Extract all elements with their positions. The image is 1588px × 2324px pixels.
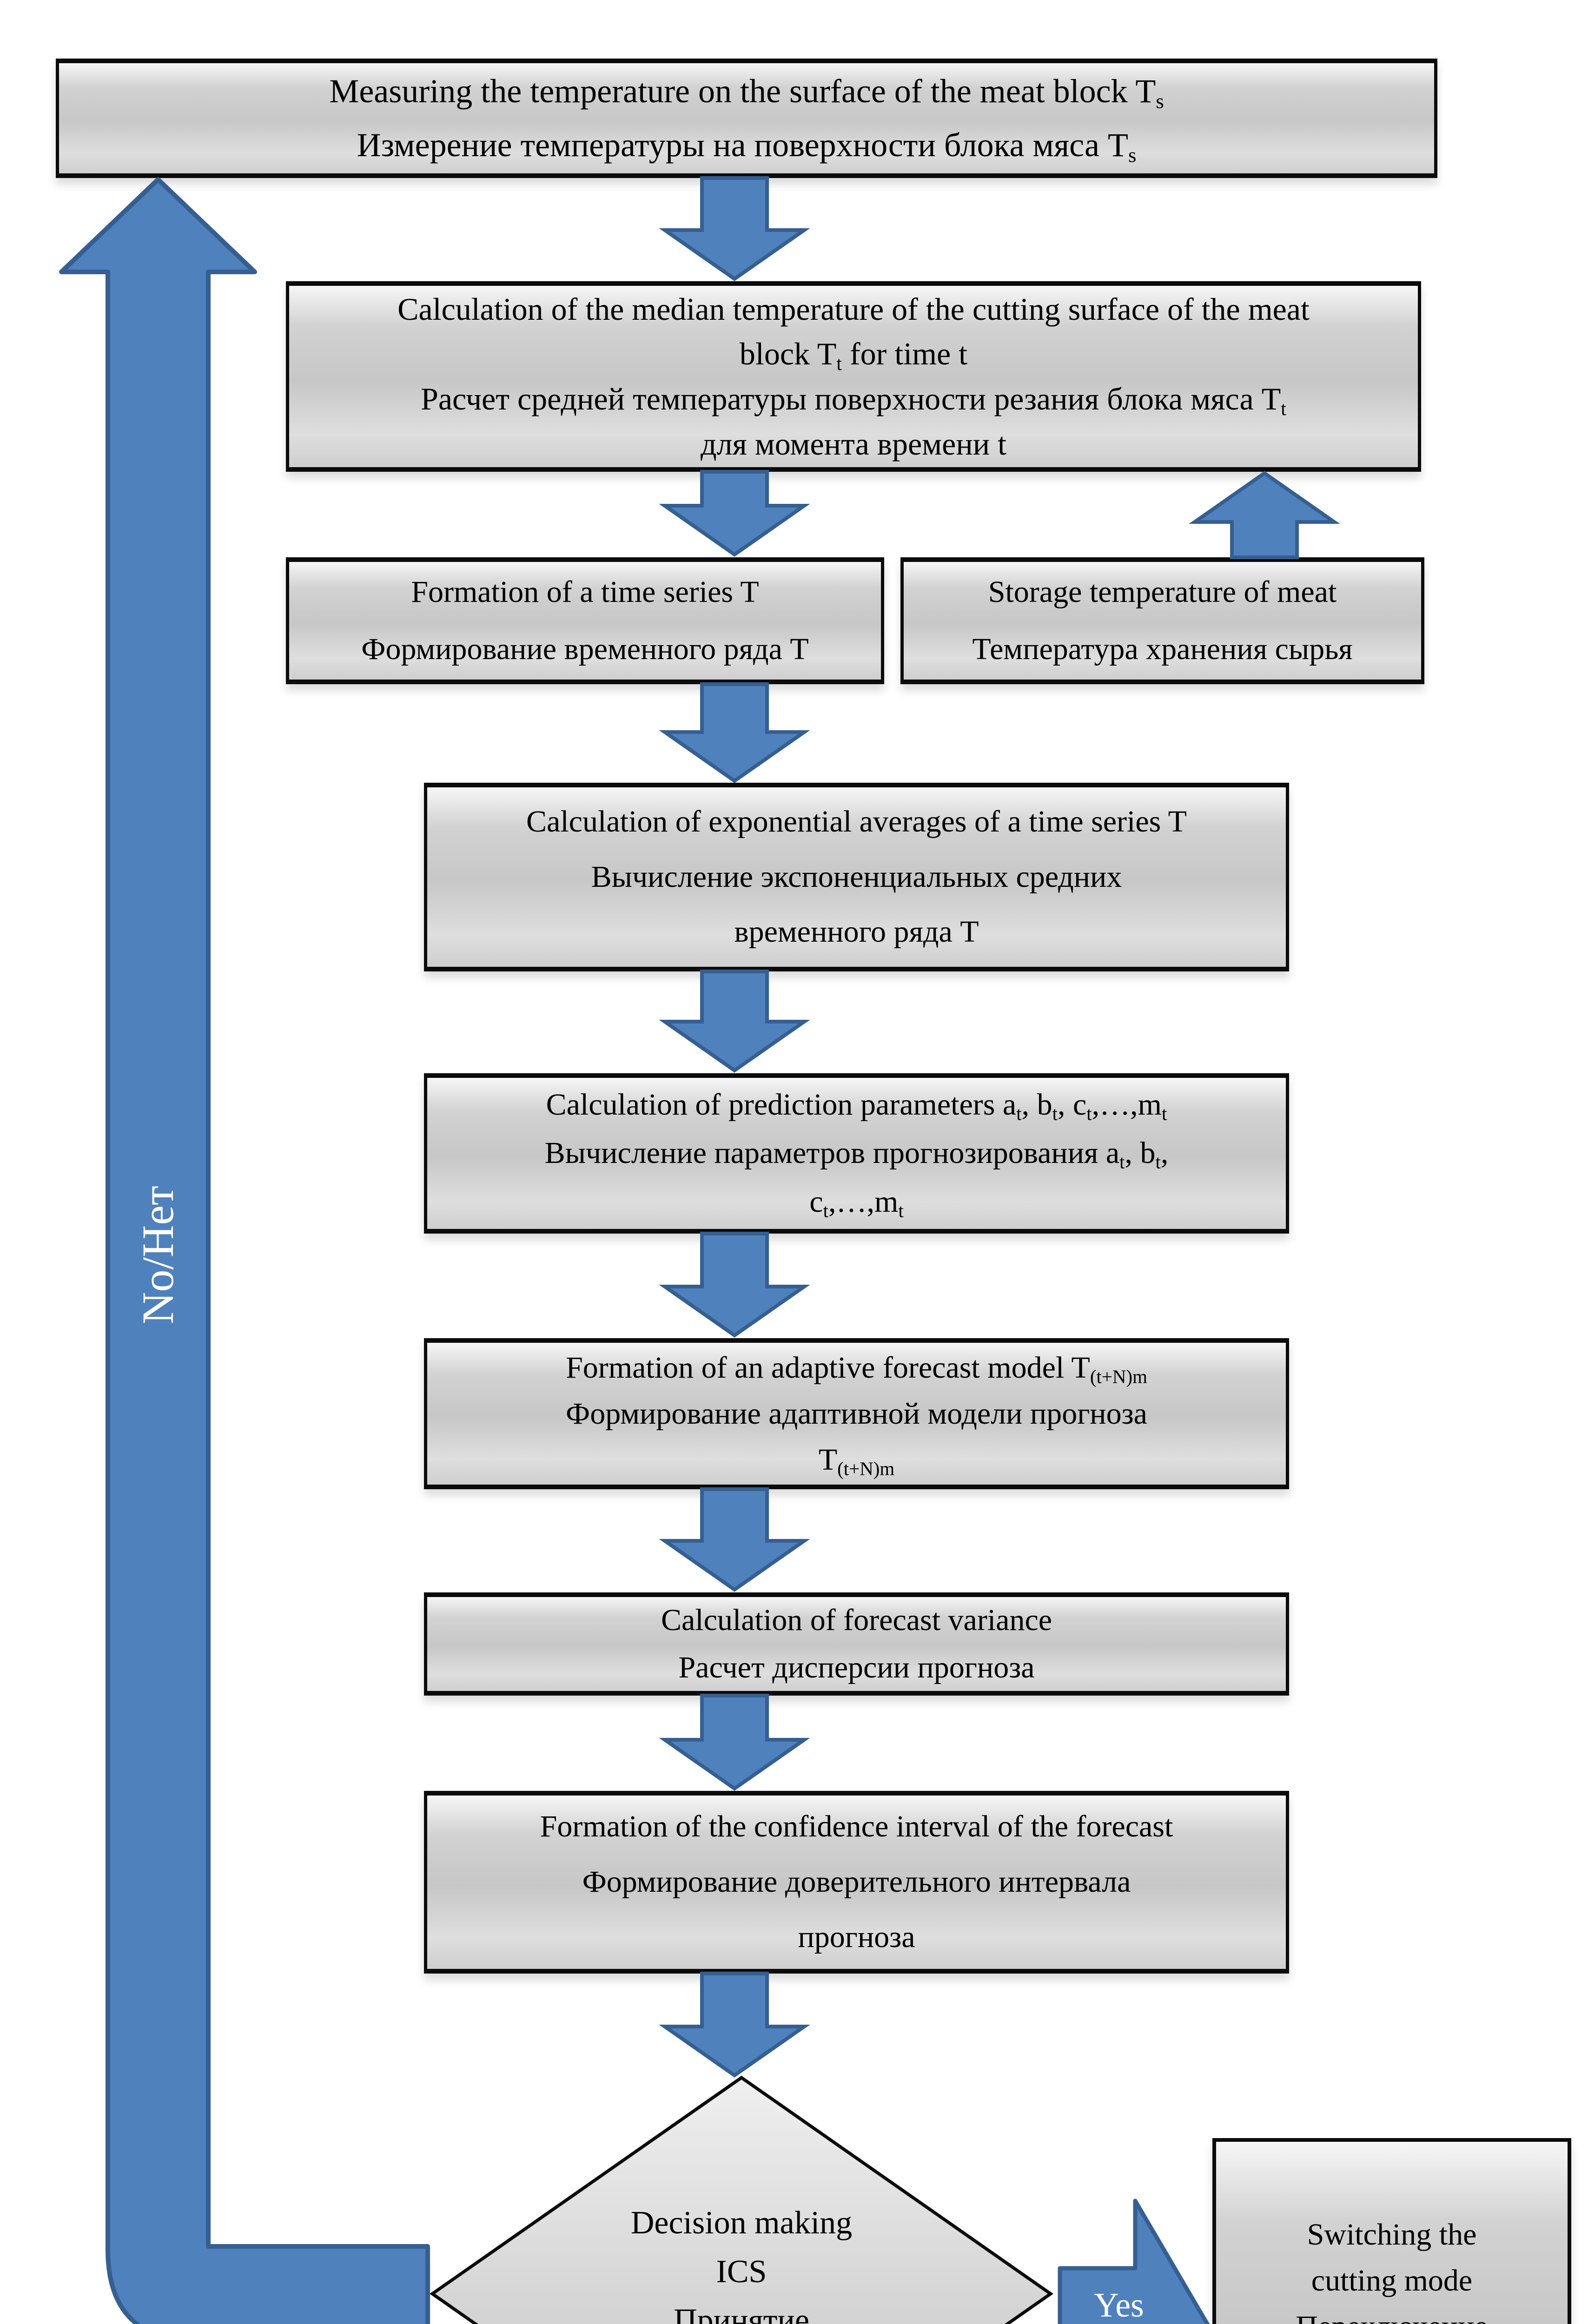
text-line: Переключение [1296,2304,1488,2324]
text-line: Measuring the temperature on the surface… [329,73,1164,113]
text-line: Switching the [1307,2217,1477,2251]
text-line: Расчет средней температуры поверхности р… [421,381,1286,420]
text-line: ICS [716,2254,767,2290]
text-line: Decision making [630,2205,853,2241]
process-box-measure-temperature: Measuring the temperature on the surface… [56,59,1437,178]
text-line: Формирование доверительного интервала [582,1865,1131,1899]
text-line: Измерение температуры на поверхности бло… [357,126,1137,166]
text-line: Calculation of the median temperature of… [397,291,1310,327]
down-arrow-5 [659,1232,810,1338]
text-line: ct,…,mt [809,1184,904,1221]
text-line: Принятие [674,2303,809,2324]
yes-right-arrow [1058,2199,1210,2324]
text-line: T(t+N)m [818,1443,895,1479]
text-line: Температура хранения сырья [972,632,1353,666]
text-line: Formation of a time series T [411,575,759,609]
down-arrow-8 [659,1972,810,2078]
text-line: Вычисление экспоненциальных средних [591,859,1122,894]
process-box-confidence-interval: Formation of the confidence interval of … [424,1791,1289,1974]
down-arrow-2 [659,470,810,557]
no-branch-label-text: No/Нет [132,1186,183,1324]
yes-branch-label: YesДа [1061,2268,1177,2324]
text-line: Формирование временного ряда Т [361,632,809,666]
text-line: Формирование адаптивной модели прогноза [566,1397,1147,1431]
down-arrow-4 [659,970,810,1073]
text-line: Calculation of prediction parameters at,… [546,1088,1167,1124]
no-branch-label: No/Нет [65,1069,251,1441]
process-box-time-series: Formation of a time series T Формирование… [286,557,884,684]
text-line: временного ряда Т [734,915,979,949]
storage-up-arrow [1189,471,1340,559]
process-box-prediction-parameters: Calculation of prediction parameters at,… [424,1073,1289,1234]
text-line: прогноза [798,1920,915,1954]
text-line: Formation of the confidence interval of … [540,1809,1173,1844]
text-line: для момента времени t [700,426,1007,462]
process-box-median-temperature: Calculation of the median temperature of… [286,281,1421,472]
down-arrow-1 [659,176,810,281]
text-line: Calculation of forecast variance [661,1603,1052,1637]
no-loop-up-arrow [59,177,430,2324]
down-arrow-7 [659,1694,810,1791]
text-line: Formation of an adaptive forecast model … [566,1351,1147,1387]
process-box-adaptive-forecast-model: Formation of an adaptive forecast model … [424,1338,1289,1489]
text-line: Calculation of exponential averages of a… [526,804,1187,838]
decision-diamond [429,2075,1054,2324]
text-line: Вычисление параметров прогнозирования at… [544,1136,1169,1173]
process-box-exponential-averages: Calculation of exponential averages of a… [424,783,1289,971]
text-line: Расчет дисперсии прогноза [678,1651,1035,1684]
text-line: Storage temperature of meat [988,575,1337,609]
text-line: block Tt for time t [739,336,968,375]
text-line: Yes [1094,2286,1144,2324]
text-line: cutting mode [1311,2263,1473,2298]
down-arrow-3 [659,682,810,783]
decision-diamond-label: Decision makingICSПринятиерешения ИСУ [509,2138,974,2324]
down-arrow-6 [659,1487,810,1592]
